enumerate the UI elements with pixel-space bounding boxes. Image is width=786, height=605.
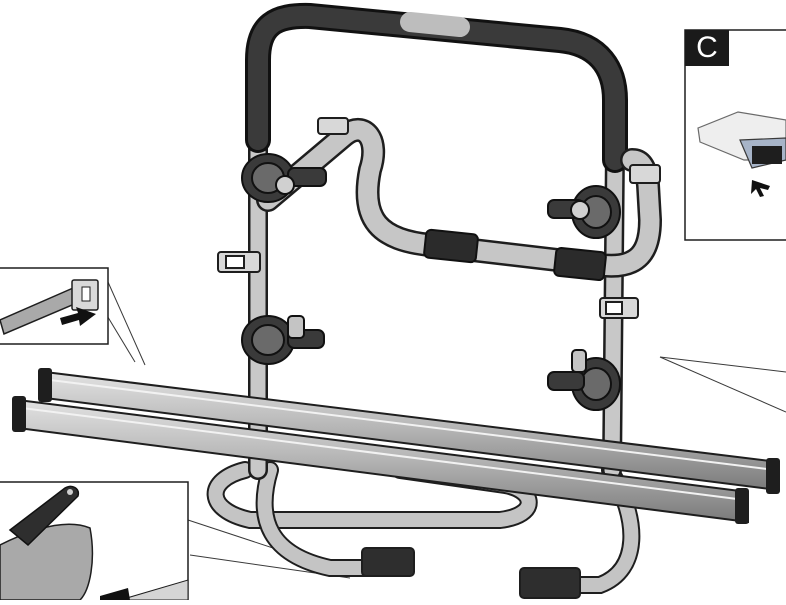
callout-strap-detail xyxy=(0,267,109,345)
callout-buckle-detail xyxy=(0,481,189,601)
rail-end-cap xyxy=(12,368,780,524)
strap-clip xyxy=(217,117,661,319)
wheel-rail xyxy=(17,370,779,524)
foot-grip xyxy=(361,547,581,599)
callout-c-label: C xyxy=(685,30,729,66)
frame-grip xyxy=(423,228,607,282)
clamp-knob xyxy=(241,153,621,411)
top-handle xyxy=(245,2,628,173)
